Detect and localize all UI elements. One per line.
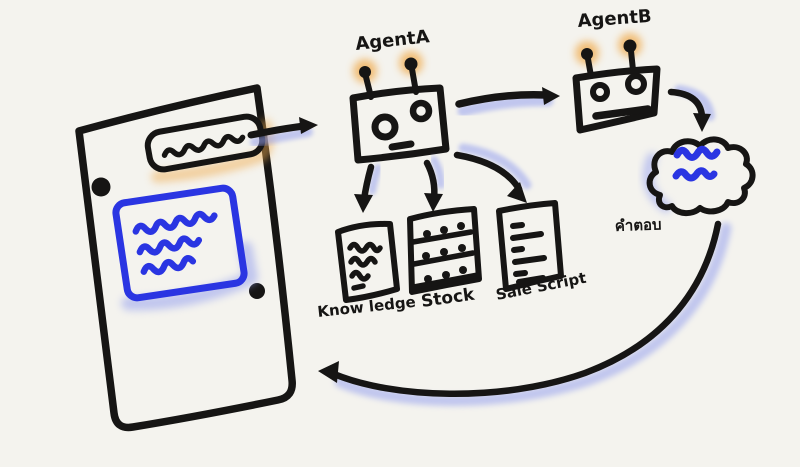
- arrow-line: [455, 90, 550, 108]
- message-line-3: [140, 255, 197, 276]
- search-bar-text-squiggle: [161, 133, 246, 158]
- answer-cloud-label: คำตอบ: [615, 215, 662, 235]
- panel-dot-left: [91, 177, 111, 197]
- robot-mouth: [388, 140, 415, 151]
- arrow-line: [667, 88, 706, 120]
- doc-bullet-lines: [510, 222, 547, 285]
- message-box: [112, 184, 258, 311]
- antenna-ball: [404, 57, 418, 71]
- robot-eye-left: [371, 113, 399, 141]
- arrow-line: [247, 122, 308, 139]
- search-bar: [144, 113, 274, 183]
- message-box-outline: [112, 184, 248, 302]
- source-panel: [75, 84, 296, 432]
- robot-eye-left: [590, 82, 610, 102]
- antenna-ball: [359, 66, 371, 78]
- antenna-ball: [623, 39, 637, 53]
- robot-eye-right: [625, 73, 647, 95]
- cloud-text-line-2: [672, 167, 718, 182]
- answer-cloud: คำตอบ: [615, 136, 756, 235]
- stock-rail-2: [411, 250, 476, 267]
- cloud-outline: [646, 136, 756, 216]
- arrow-line: [453, 151, 523, 193]
- doc-squiggle-2: [348, 255, 378, 268]
- arrowhead-right-icon: [299, 117, 318, 134]
- arrow-cloud-to-panel: [318, 220, 732, 406]
- sale-script-doc-label: Sale Script: [494, 269, 587, 304]
- doc-outline: [496, 200, 564, 292]
- stock-rail-1: [410, 229, 474, 245]
- arrowhead-down-right-icon: [507, 182, 527, 203]
- doc-outline: [335, 220, 400, 303]
- agent-a-robot: AgentA: [349, 26, 450, 164]
- panel-dot-right: [249, 283, 265, 299]
- doc-outline: [407, 206, 482, 295]
- agent-a-label: AgentA: [354, 26, 430, 55]
- cloud-text-line-1: [673, 145, 721, 161]
- arrow-shadow: [430, 156, 445, 189]
- arrowhead-left-icon: [318, 361, 339, 383]
- arrow-agent-a-to-agent-b: [455, 87, 560, 117]
- arrow-shadow: [334, 222, 732, 406]
- arrow-line: [330, 220, 722, 398]
- message-line-2: [136, 235, 203, 256]
- sale-script-doc: Sale Script: [494, 200, 588, 304]
- doc-squiggle-1: [347, 241, 383, 254]
- stock-doc: Stock: [407, 206, 482, 312]
- arrow-agent-b-to-cloud: [667, 85, 715, 132]
- arrow-agent-a-to-stock: [423, 156, 445, 212]
- antenna-right: [628, 48, 636, 73]
- arrow-shadow: [250, 127, 313, 147]
- arrow-agent-a-to-sale-script: [453, 143, 532, 203]
- stock-rail-3: [411, 272, 481, 290]
- arrow-shadow: [458, 143, 532, 190]
- agent-b-robot: AgentB: [572, 6, 661, 134]
- arrowhead-down-icon: [354, 194, 373, 213]
- arrow-shadow: [368, 164, 382, 195]
- arrow-panel-to-agent-a: [247, 117, 318, 147]
- source-panel-outline: [75, 84, 296, 432]
- arrow-agent-a-to-knowledge: [354, 163, 382, 213]
- arrowhead-right-icon: [542, 87, 560, 105]
- arrowhead-down-icon: [424, 193, 443, 212]
- stock-beads: [422, 222, 467, 283]
- antenna-ball: [581, 48, 593, 60]
- agent-b-label: AgentB: [577, 6, 652, 32]
- message-line-1: [132, 210, 218, 235]
- doc-squiggle-3: [349, 269, 371, 282]
- robot-head: [349, 84, 450, 164]
- robot-eye-right: [409, 99, 433, 123]
- arrow-shadow: [457, 95, 554, 117]
- robot-mouth: [592, 105, 652, 120]
- knowledge-doc-label: Know ledge: [317, 293, 417, 321]
- doc-squiggle-4: [351, 283, 366, 291]
- knowledge-doc: Know ledge: [317, 220, 417, 321]
- arrowhead-down-icon: [693, 113, 711, 132]
- robot-head: [572, 65, 661, 134]
